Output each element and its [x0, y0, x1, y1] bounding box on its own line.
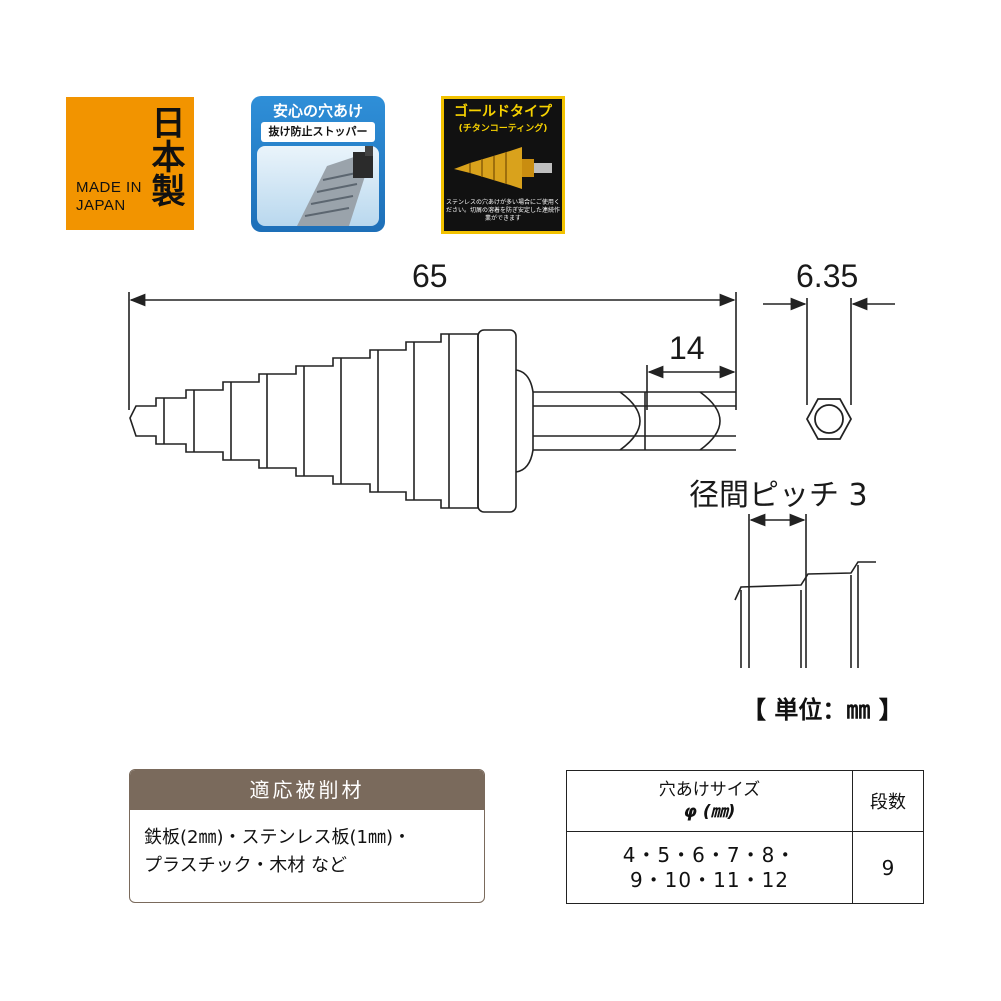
hole-sizes-cell: 4・5・6・7・8・ 9・10・11・12 [566, 831, 853, 904]
shank-length-dimension [646, 365, 736, 410]
materials-box: 適応被削材 鉄板(2㎜)・ステンレス板(1㎜)・ プラスチック・木材 など [129, 769, 485, 903]
hole-size-header-line1: 穴あけサイズ [658, 780, 761, 800]
materials-line-1: 鉄板(2㎜)・ステンレス板(1㎜)・ [144, 827, 411, 848]
made-in-japan-text: MADE IN JAPAN [76, 179, 142, 215]
materials-body: 鉄板(2㎜)・ステンレス板(1㎜)・ プラスチック・木材 など [130, 810, 484, 880]
gold-badge-description: ステンレスの穴あけが多い場合にご使用ください。切屑の溶着を防ぎ安定した連続作業が… [446, 199, 561, 222]
safety-badge-title: 安心の穴あけ [272, 102, 363, 120]
hole-sizes-line2: 9・10・11・12 [629, 867, 790, 892]
total-length-label: 65 [412, 258, 448, 294]
spec-table: 穴あけサイズ φ (㎜) 段数 4・5・6・7・8・ 9・10・11・12 9 [566, 770, 924, 904]
table-header-row: 穴あけサイズ φ (㎜) 段数 [566, 770, 924, 832]
steps-cell: 9 [852, 831, 924, 904]
materials-line-2: プラスチック・木材 など [144, 855, 348, 876]
steps-header: 段数 [852, 770, 924, 832]
materials-header: 適応被削材 [130, 770, 484, 810]
gold-type-badge: ゴールドタイプ (チタンコーティング) ステンレスの穴あけが多い場合にご使用くだ… [441, 96, 565, 234]
made-in-japan-badge: 日本製 MADE IN JAPAN [66, 97, 194, 230]
hole-sizes-line1: 4・5・6・7・8・ [622, 842, 797, 867]
safety-stopper-badge: 安心の穴あけ 抜け防止ストッパー [251, 96, 385, 232]
hole-size-header: 穴あけサイズ φ (㎜) [566, 770, 853, 832]
pitch-label: 径間ピッチ 3 [689, 478, 868, 513]
table-row: 4・5・6・7・8・ 9・10・11・12 9 [566, 831, 924, 904]
safety-badge-subtitle: 抜け防止ストッパー [261, 122, 375, 142]
japan-label: JAPAN [76, 197, 126, 214]
hex-shank-icon [805, 398, 853, 440]
total-length-dimension [128, 292, 737, 410]
made-in-label: MADE IN [76, 179, 143, 196]
gold-drill-icon [454, 147, 552, 189]
stopper-photo [257, 146, 379, 226]
unit-label: 【 単位：㎜ 】 [742, 696, 903, 724]
hex-size-label: 6.35 [796, 258, 859, 294]
hole-size-header-line2: φ (㎜) [683, 802, 736, 822]
drill-body-outline [129, 329, 736, 513]
made-in-japan-kanji: 日本製 [145, 105, 185, 207]
gold-badge-title: ゴールドタイプ [454, 104, 552, 120]
pitch-dimension [734, 513, 876, 668]
step-drill-photo-icon [297, 146, 373, 226]
gold-badge-subtitle: (チタンコーティング) [458, 124, 548, 134]
hex-dimension [763, 297, 895, 405]
shank-length-label: 14 [669, 330, 705, 366]
